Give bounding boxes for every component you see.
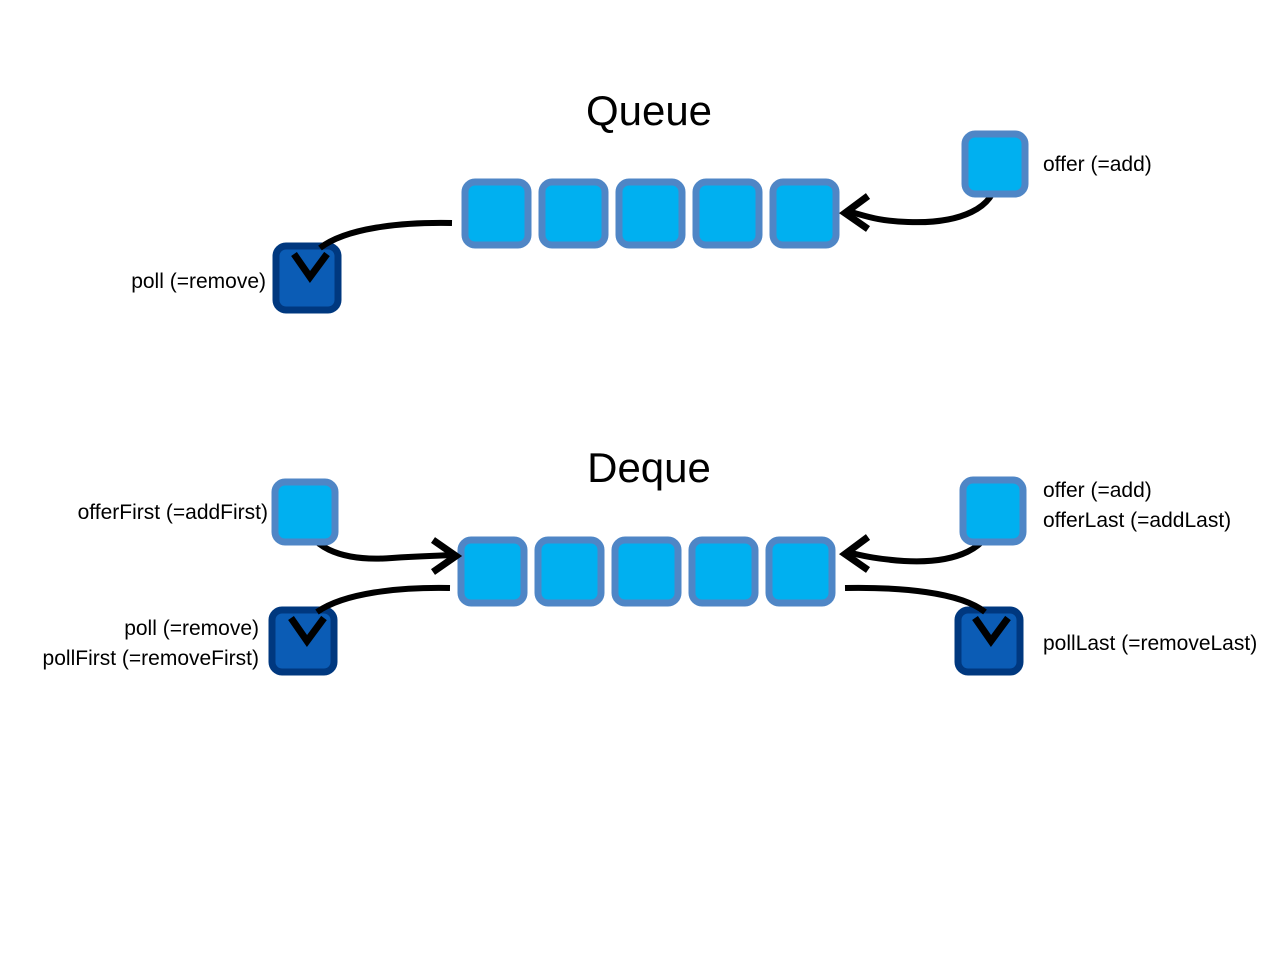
deque-element-row	[457, 536, 836, 607]
deque-offer-last-label: offerLast (=addLast)	[1043, 509, 1231, 532]
queue-offer-box[interactable]	[961, 130, 1029, 198]
deque-poll-first-arrow	[288, 584, 451, 648]
queue-element-3[interactable]	[615, 178, 686, 249]
queue-element-4[interactable]	[692, 178, 763, 249]
deque-offer-label: offer (=add)	[1043, 479, 1152, 502]
queue-offer-label: offer (=add)	[1043, 153, 1152, 176]
queue-section: Queue offer (=add) poll (=remove)	[131, 87, 1152, 314]
deque-section: Deque offerFirst (=addFirst) offer (=add…	[43, 444, 1257, 676]
deque-poll-last-label: pollLast (=removeLast)	[1043, 632, 1257, 655]
deque-element-5[interactable]	[765, 536, 836, 607]
queue-element-2[interactable]	[538, 178, 609, 249]
deque-title: Deque	[587, 444, 711, 491]
deque-poll-last-arrow	[844, 584, 1011, 648]
deque-offer-first-label: offerFirst (=addFirst)	[78, 501, 268, 524]
deque-offer-last-box[interactable]	[959, 476, 1027, 546]
queue-element-1[interactable]	[461, 178, 532, 249]
deque-offer-first-box[interactable]	[271, 478, 339, 546]
queue-element-row	[461, 178, 840, 249]
deque-element-3[interactable]	[611, 536, 682, 607]
queue-element-5[interactable]	[769, 178, 840, 249]
queue-poll-arrow	[291, 219, 453, 284]
deque-element-1[interactable]	[457, 536, 528, 607]
deque-element-2[interactable]	[534, 536, 605, 607]
deque-element-4[interactable]	[688, 536, 759, 607]
deque-poll-label: poll (=remove)	[124, 617, 259, 640]
queue-title: Queue	[586, 87, 712, 134]
deque-poll-first-label: pollFirst (=removeFirst)	[43, 647, 259, 670]
queue-poll-label: poll (=remove)	[131, 270, 266, 293]
queue-offer-arrow	[838, 177, 999, 232]
